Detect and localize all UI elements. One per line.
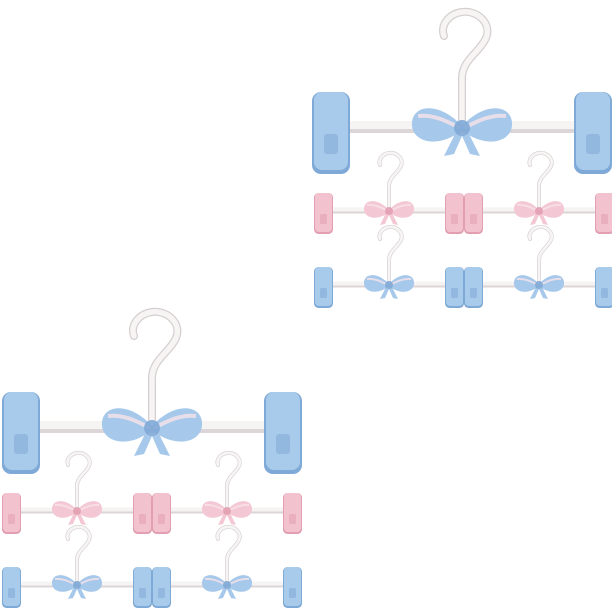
bow-tail-right [462,132,480,156]
clip-right-face [284,567,301,606]
clip-left-face [153,567,170,606]
clip-right-face [446,267,463,306]
hook-highlight [528,151,554,210]
clip-right-face [576,92,610,170]
clip-left-face [3,493,20,532]
bow-tail-left [218,587,227,599]
group-top-right [312,7,612,308]
hanger-pink [2,450,152,534]
hanger-blue [152,524,302,608]
bow-tail-left [530,287,539,299]
clip-right-tab [276,434,290,454]
bow-tail-left [134,432,152,456]
bow-tail-right [539,287,548,299]
clip-right-tab [289,514,296,524]
clip-left-tab [8,514,15,524]
bow-tail-right [227,513,236,525]
hook-highlight [130,309,181,425]
bow-tail-right [539,213,548,225]
clip-left-face [465,267,482,306]
clip-left-tab [320,288,327,298]
clip-right-tab [289,588,296,598]
bow-knot-icon [385,207,393,215]
clip-right-tab [139,588,146,598]
clip-left-tab [14,434,28,454]
bow-tail-left [380,287,389,299]
hangers-layer [2,7,612,608]
clip-right-tab [586,134,600,154]
clip-right-face [134,493,151,532]
bow-tail-right [77,513,86,525]
clip-right-face [284,493,301,532]
clip-right-tab [601,288,608,298]
clip-left-face [315,267,332,306]
bow-tail-left [444,132,462,156]
clip-right-face [134,567,151,606]
bow-tail-right [227,587,236,599]
bow-knot-icon [144,420,160,436]
hook-highlight [440,9,491,125]
bow-knot-icon [535,281,543,289]
clip-left-face [465,193,482,232]
hook-highlight [528,225,554,284]
bow-knot-icon [385,281,393,289]
bow-knot-icon [73,581,81,589]
hanger-blue [2,524,152,608]
hook-highlight [66,451,92,510]
bow-tail-right [389,213,398,225]
hook-highlight [378,151,404,210]
clip-right-face [446,193,463,232]
hanger-pink [464,150,612,234]
clip-left-face [315,193,332,232]
hanger-blue [314,224,464,308]
hanger-pink [152,450,302,534]
clip-left-tab [470,288,477,298]
clip-right-face [596,193,612,232]
clip-left-face [3,567,20,606]
bow-tail-right [77,587,86,599]
hook-highlight [66,525,92,584]
clip-right-face [266,392,300,470]
clip-right-tab [601,214,608,224]
clip-right-face [596,267,612,306]
bow-tail-left [68,587,77,599]
bow-tail-left [68,513,77,525]
bow-knot-icon [535,207,543,215]
clip-left-tab [158,588,165,598]
clip-right-tab [451,288,458,298]
clip-left-tab [158,514,165,524]
clip-left-face [153,493,170,532]
group-bottom-left [2,307,302,608]
hook-highlight [216,525,242,584]
hanger-blue [2,307,302,474]
hook-highlight [216,451,242,510]
hanger-blue [312,7,612,174]
clip-left-face [4,392,38,470]
clip-left-face [314,92,348,170]
bow-tail-left [530,213,539,225]
bow-knot-icon [73,507,81,515]
hanger-pink [314,150,464,234]
clip-left-tab [470,214,477,224]
hanger-blue [464,224,612,308]
bow-tail-left [380,213,389,225]
clip-right-tab [451,214,458,224]
hook-highlight [378,225,404,284]
bow-knot-icon [454,120,470,136]
bow-tail-left [218,513,227,525]
bow-tail-right [389,287,398,299]
clip-left-tab [324,134,338,154]
bow-tail-right [152,432,170,456]
bow-knot-icon [223,581,231,589]
clip-right-tab [139,514,146,524]
bow-knot-icon [223,507,231,515]
clip-left-tab [320,214,327,224]
clip-left-tab [8,588,15,598]
